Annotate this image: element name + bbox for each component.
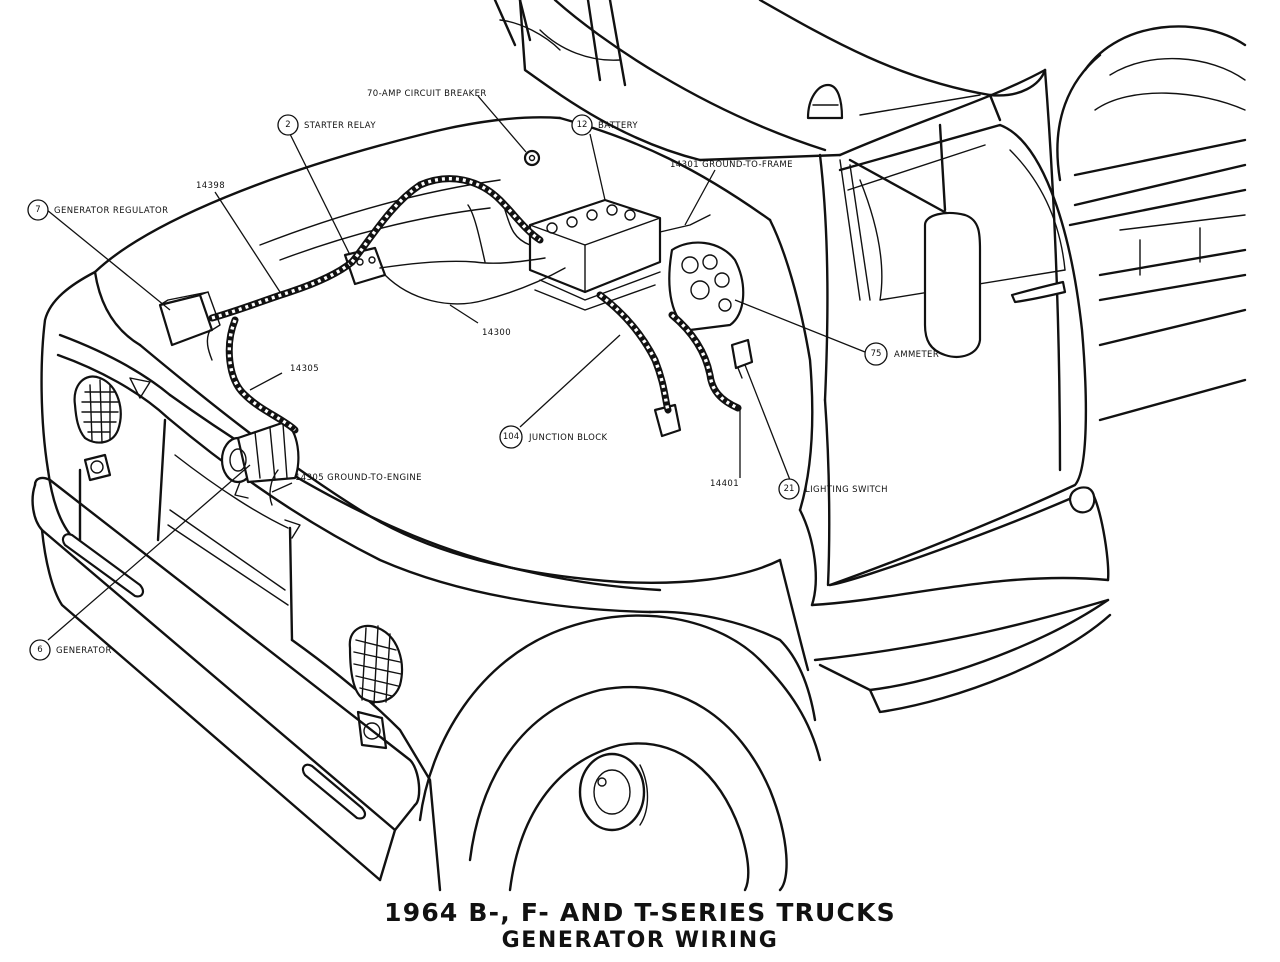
wire-14401-label: 14401 [710,479,739,489]
wire-14305-label: 14305 [290,364,319,374]
ammeter-label: AMMETER [894,350,939,360]
battery-badge [571,114,593,136]
generator-label: GENERATOR [56,646,112,656]
front-wheel [418,508,822,892]
junction-block-number: 104 [503,432,519,442]
generator [220,420,300,499]
junction-block-badge [499,425,523,449]
starter-relay-badge [277,114,299,136]
instrument-cluster [668,241,745,332]
diagram-subtitle: GENERATOR WIRING [501,928,779,953]
bumper [31,476,421,882]
generator-number: 6 [37,645,42,655]
circuit-breaker-label: 70-AMP CIRCUIT BREAKER [367,89,487,99]
generator-regulator-label: GENERATOR REGULATOR [54,206,168,216]
ground-to-frame-label: 14301 GROUND-TO-FRAME [670,160,793,170]
generator-regulator-number: 7 [35,205,40,215]
lighting-switch-badge [778,478,800,500]
generator-regulator-badge [27,199,49,221]
wiring-harness [206,175,742,506]
lighting-switch-label: LIGHTING SWITCH [805,485,888,495]
battery-label: BATTERY [598,121,638,131]
cab-body [493,0,1112,714]
wire-14398-label: 14398 [196,181,225,191]
ammeter-badge [864,342,888,366]
leader-lines [46,95,866,641]
junction-block-label: JUNCTION BLOCK [528,433,608,443]
wire-14300-label: 14300 [482,328,511,338]
ground-to-engine-label: 14305 GROUND-TO-ENGINE [295,473,422,483]
generator-regulator [158,291,221,347]
truck-illustration [31,0,1247,892]
callouts: 70-AMP CIRCUIT BREAKER 2 STARTER RELAY 1… [27,89,939,661]
rear-tire [1056,25,1247,182]
diagram-title: 1964 B-, F- AND T-SERIES TRUCKS [384,898,896,927]
battery-number: 12 [577,120,588,130]
battery [528,198,662,311]
lighting-switch-number: 21 [784,484,795,494]
ammeter-number: 75 [871,349,882,359]
starter-relay-number: 2 [285,120,290,130]
generator-badge [29,639,51,661]
starter-relay-label: STARTER RELAY [304,121,376,131]
lighting-switch [730,338,754,379]
circuit-breaker [523,149,541,167]
chassis-frame [1068,138,1247,422]
